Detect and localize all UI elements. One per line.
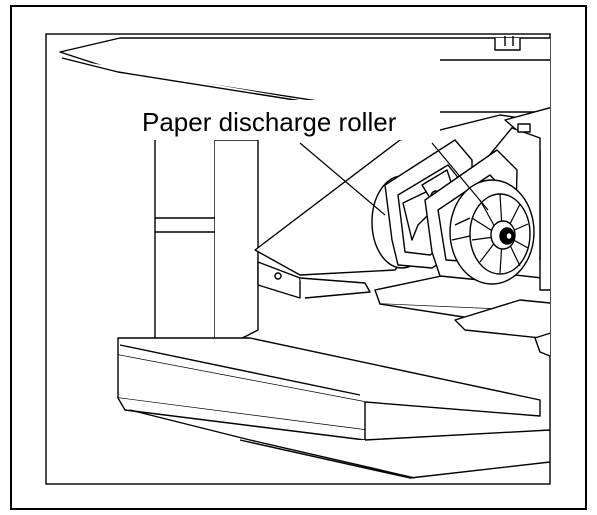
callout-label-background — [140, 100, 440, 140]
roller-front — [424, 149, 535, 285]
leader-line-front-roller — [431, 142, 489, 211]
base-tray — [117, 337, 550, 479]
vertical-column — [154, 139, 259, 353]
leader-line-rear-roller — [299, 142, 386, 216]
callout-leaders — [299, 142, 489, 216]
outer-border — [10, 5, 587, 510]
machine-drawing — [59, 36, 550, 479]
lower-guides — [374, 269, 550, 357]
callout-label: Paper discharge roller — [142, 107, 397, 137]
